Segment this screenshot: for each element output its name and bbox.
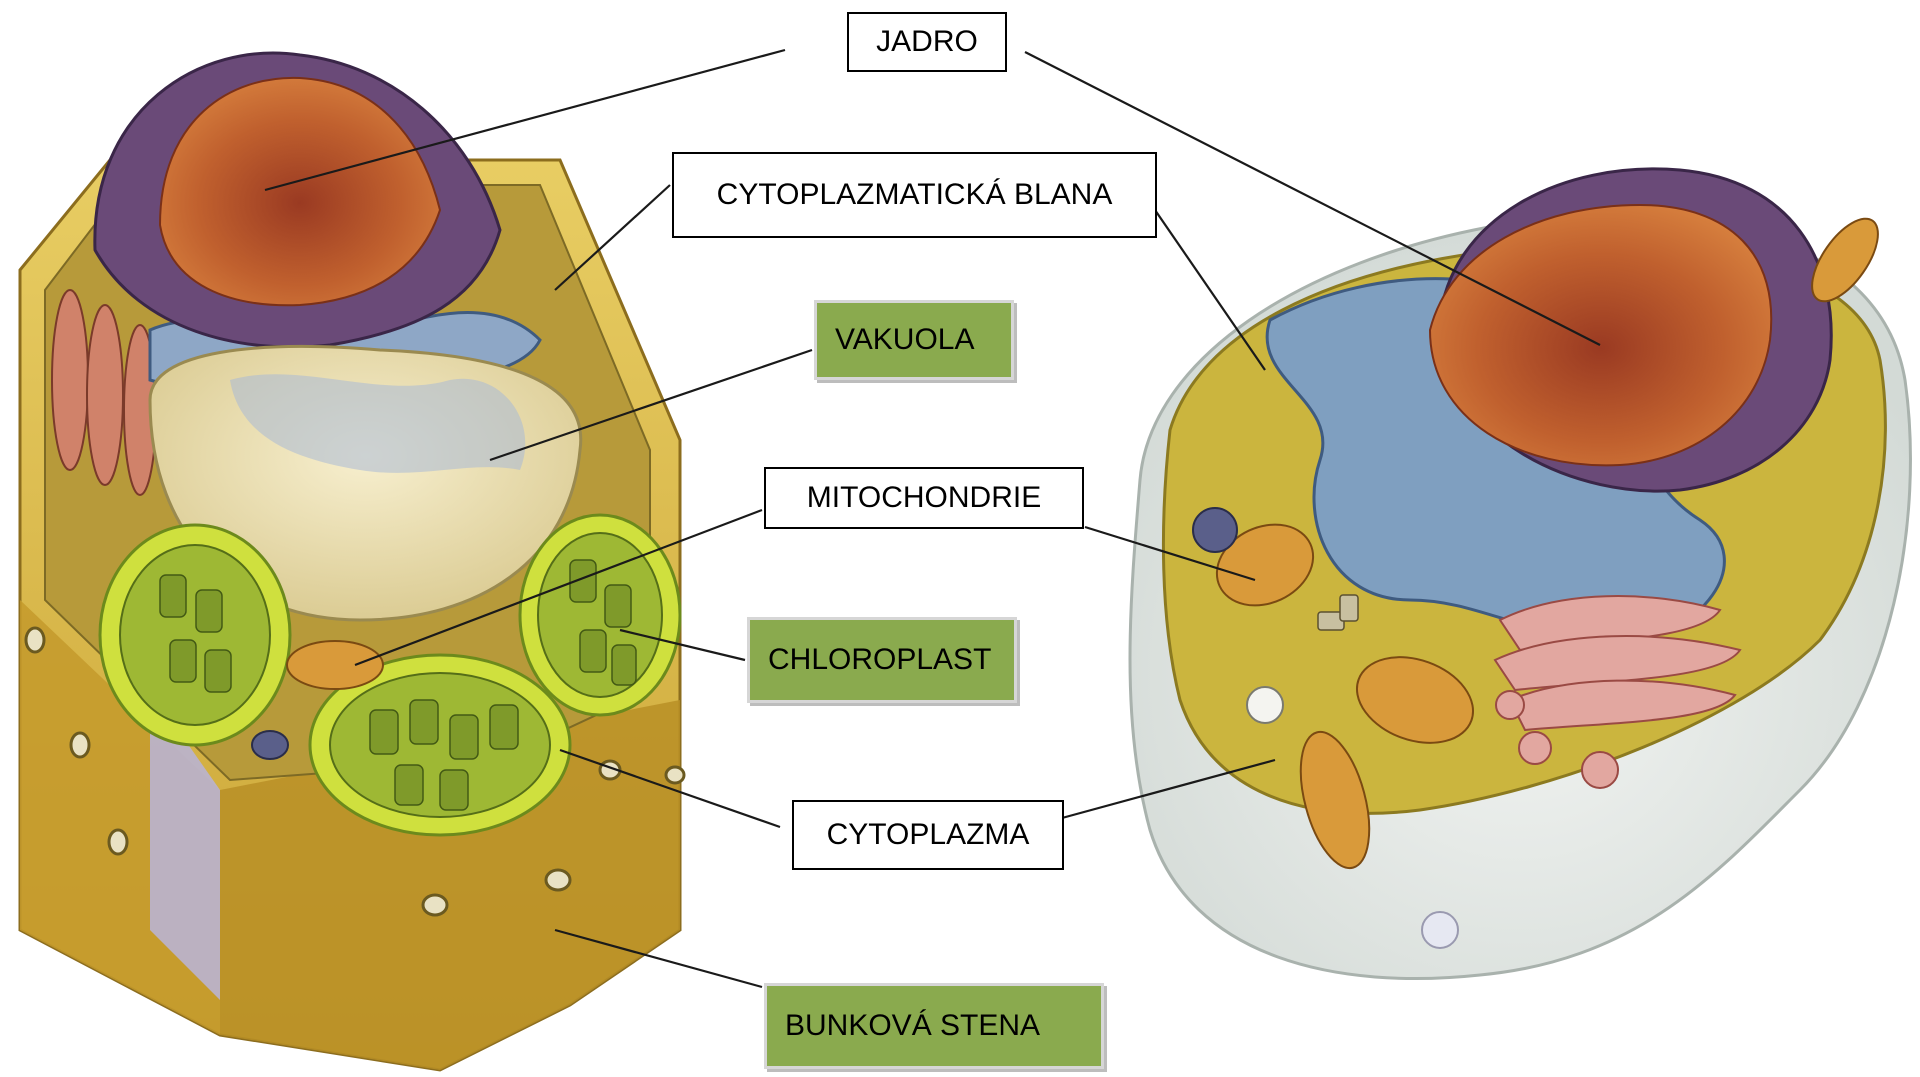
- label-mitochondrie: MITOCHONDRIE: [764, 467, 1084, 529]
- animal-lysosome: [1193, 508, 1237, 552]
- label-vakuola: VAKUOLA: [814, 300, 1014, 380]
- leader-blana-animal: [1155, 210, 1265, 370]
- label-bunkova-stena: BUNKOVÁ STENA: [764, 983, 1104, 1069]
- label-chloroplast: CHLOROPLAST: [747, 617, 1017, 703]
- animal-vesicle-lower: [1422, 912, 1458, 948]
- label-cytoplazmaticka-blana: CYTOPLAZMATICKÁ BLANA: [672, 152, 1157, 238]
- animal-cell-illustration: [1130, 169, 1910, 979]
- plant-small-vesicle: [252, 731, 288, 759]
- label-cytoplazma: CYTOPLAZMA: [792, 800, 1064, 870]
- plant-mitochondrion: [287, 641, 383, 689]
- plant-cell-illustration: [20, 53, 684, 1070]
- animal-vesicle: [1247, 687, 1283, 723]
- label-jadro: JADRO: [847, 12, 1007, 72]
